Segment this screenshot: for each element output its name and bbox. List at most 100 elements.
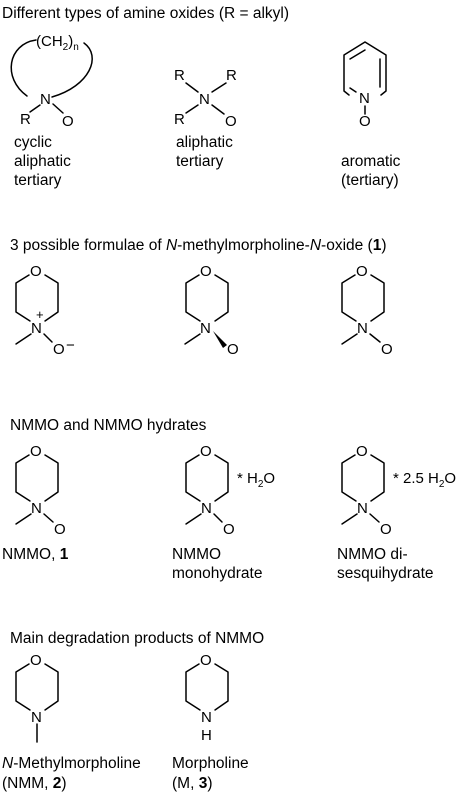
bond-n-o: [213, 513, 223, 523]
nmmo-structure: O N O: [15, 443, 66, 538]
methyl-bond: [15, 333, 32, 345]
bond-n-r1: [185, 82, 199, 93]
bond-n-o: [369, 333, 381, 343]
caption-cyclic-1: cyclic: [14, 134, 52, 151]
caption-morpholine-2: (M, 3): [172, 775, 212, 792]
ring-left: [341, 454, 357, 502]
ring-oxygen: O: [356, 263, 368, 280]
ring-oxygen: O: [200, 443, 212, 460]
ring-right: [44, 663, 59, 711]
caption-aliphatic-2: tertiary: [176, 153, 224, 170]
ring-oxygen: O: [30, 652, 42, 669]
ring-right: [214, 663, 229, 711]
oxygen-atom: O: [62, 113, 74, 130]
r-group-top-left: R: [174, 67, 185, 84]
formula-simple: O N O: [341, 263, 393, 358]
nitrogen-atom: N: [357, 320, 368, 337]
ring-right: [214, 454, 229, 502]
water-label: * 2.5 H2O: [393, 470, 456, 490]
nitrogen-atom: N: [357, 500, 368, 517]
ring-oxygen: O: [30, 263, 42, 280]
section-title-amine-oxides: Different types of amine oxides (R = alk…: [2, 5, 289, 22]
caption-cyclic-3: tertiary: [14, 172, 62, 189]
formula-zwitterion: O N + O −: [15, 263, 75, 358]
caption-aromatic-2: (tertiary): [341, 172, 399, 189]
nitrogen-atom: N: [31, 500, 42, 517]
section-title-formulae: 3 possible formulae of N-methylmorpholin…: [10, 237, 387, 254]
caption-di-1: NMMO di-: [337, 546, 408, 563]
nitrogen-atom: N: [201, 709, 212, 726]
ring-left: [15, 663, 31, 711]
caption-nmm-1: N-Methylmorpholine: [2, 755, 141, 772]
oxide-oxygen: O: [223, 521, 235, 538]
ring-right: [44, 274, 59, 322]
nitrogen-atom: N: [201, 500, 212, 517]
dative-arrow-icon: [213, 331, 227, 348]
bond-n-o: [211, 104, 225, 115]
ring-right: [370, 274, 385, 322]
oxide-oxygen: O: [381, 341, 393, 358]
bond-n-o: [43, 333, 53, 343]
ring-left: [341, 274, 357, 322]
caption-mono-2: monohydrate: [172, 565, 262, 582]
cyclic-amine-oxide-structure: (CH2)n N R O: [10, 33, 93, 130]
ring-left: [15, 454, 31, 502]
morpholine-structure: O N H: [185, 652, 229, 744]
caption-nmm-2: (NMM, 2): [2, 775, 67, 792]
ring-right: [214, 274, 229, 322]
water-label: * H2O: [237, 470, 275, 490]
aromatic-amine-oxide-structure: N O: [343, 41, 387, 130]
ring-oxygen: O: [200, 263, 212, 280]
ring-left: [185, 663, 201, 711]
pyridine-ring: [343, 41, 387, 96]
methyl-bond: [184, 333, 201, 345]
bond-n-r: [29, 104, 41, 113]
r-group-top-right: R: [226, 67, 237, 84]
formula-dative: O N O: [184, 263, 239, 358]
minus-charge: −: [66, 337, 75, 354]
r-group-bottom-left: R: [174, 111, 185, 128]
ring-left: [185, 274, 201, 322]
caption-morpholine-1: Morpholine: [172, 755, 249, 772]
double-bond-3: [349, 87, 357, 93]
ring-oxygen: O: [30, 443, 42, 460]
oxygen-atom: O: [225, 113, 237, 130]
oxide-oxygen: O: [380, 521, 392, 538]
nmmo-monohydrate-structure: O N O * H2O: [185, 443, 275, 538]
ring-left: [185, 454, 201, 502]
ring-oxygen: O: [356, 443, 368, 460]
bond-n-o: [369, 513, 380, 523]
r-group: R: [20, 111, 31, 128]
nitrogen-atom: N: [200, 320, 211, 337]
bond-n-r3: [185, 104, 199, 114]
ring-left: [15, 274, 31, 322]
caption-aromatic-1: aromatic: [341, 153, 401, 170]
plus-charge: +: [36, 307, 44, 322]
methyl-bond: [341, 333, 358, 345]
oxide-oxygen: O: [227, 341, 239, 358]
section-title-degradation: Main degradation products of NMMO: [10, 630, 264, 647]
n-methylmorpholine-structure: O N: [15, 652, 59, 743]
nitrogen-atom: N: [31, 709, 42, 726]
nitrogen-atom: N: [359, 90, 370, 107]
ch2-group-label: (CH2)n: [36, 33, 79, 53]
caption-di-2: sesquihydrate: [337, 565, 434, 582]
oxide-oxygen: O: [54, 521, 66, 538]
aliphatic-amine-oxide-structure: R R N R O: [174, 67, 237, 130]
caption-nmmo: NMMO, 1: [2, 546, 69, 563]
nitrogen-atom: N: [31, 320, 42, 337]
methyl-bond: [341, 513, 358, 525]
methyl-bond: [15, 513, 32, 525]
caption-mono-1: NMMO: [172, 546, 221, 563]
oxide-oxygen: O: [53, 341, 65, 358]
ring-right: [44, 454, 59, 502]
double-bond-1: [349, 49, 366, 60]
bond-n-o: [52, 103, 64, 114]
ring-oxygen: O: [200, 652, 212, 669]
caption-aliphatic-1: aliphatic: [176, 134, 233, 151]
oxygen-atom: O: [359, 113, 371, 130]
caption-cyclic-2: aliphatic: [14, 153, 71, 170]
ring-right: [370, 454, 385, 502]
nmmo-disesquihydrate-structure: O N O * 2.5 H2O: [341, 443, 456, 538]
